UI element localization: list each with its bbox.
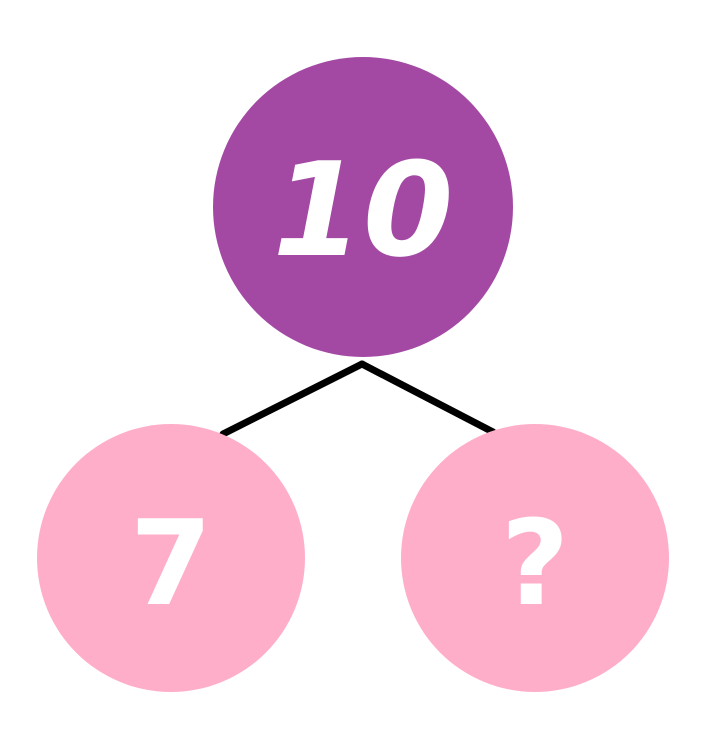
connector-line-right	[358, 360, 497, 436]
whole-label: 10	[273, 134, 454, 286]
whole-circle	[213, 57, 513, 357]
part-node-right: ?	[401, 424, 669, 692]
connector-line-left	[219, 360, 366, 438]
part-label-left: 7	[130, 494, 212, 632]
part-circle-right	[401, 424, 669, 692]
whole-node: 10	[213, 57, 513, 357]
part-label-right: ?	[501, 494, 569, 632]
part-node-left: 7	[37, 424, 305, 692]
part-circle-left	[37, 424, 305, 692]
